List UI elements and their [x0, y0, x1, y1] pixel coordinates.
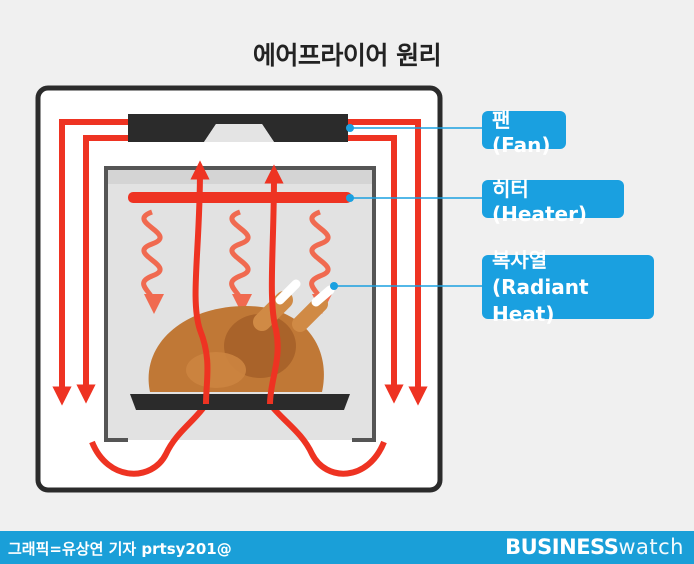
- radiant-heat-label: 복사열 (Radiant Heat): [482, 248, 654, 326]
- logo-business: BUSINESS: [505, 535, 619, 559]
- circulation-arrow-left-inner: [76, 135, 128, 404]
- radiant-wave-middle: [229, 209, 252, 314]
- fan: [128, 114, 348, 142]
- businesswatch-logo: BUSINESSwatch: [505, 535, 684, 559]
- radiant-wave-right: [309, 209, 332, 314]
- heater-label: 히터(Heater): [482, 177, 624, 226]
- fan-leader-dot: [346, 124, 354, 132]
- fan-label-text: 팬(Fan): [492, 107, 551, 157]
- chamber-top-strip: [108, 170, 372, 184]
- bottom-curl-left: [89, 402, 209, 477]
- radiant-leader-dot: [330, 282, 338, 290]
- logo-watch: watch: [618, 535, 684, 559]
- footer-bar: 그래픽=유상연 기자 prtsy201@ BUSINESSwatch: [0, 531, 694, 564]
- up-arrow-center-left: [190, 160, 211, 405]
- diagram-title: 에어프라이어 원리: [252, 41, 442, 70]
- heater-leader-dot: [346, 194, 354, 202]
- fan-duct: [204, 124, 274, 142]
- circulation-arrow-right-outer: [348, 119, 428, 406]
- cooking-tray: [130, 394, 350, 410]
- up-arrow-center-right: [264, 164, 284, 405]
- circulation-arrow-left-outer: [52, 119, 128, 406]
- bottom-curl-right: [267, 402, 387, 477]
- radiant-label-english: (Radiant Heat): [492, 274, 589, 326]
- heater-label-text: 히터(Heater): [492, 176, 588, 226]
- circulation-arrow-right-inner: [348, 135, 404, 404]
- fan-label: 팬(Fan): [482, 108, 566, 157]
- radiant-wave-left: [141, 209, 164, 314]
- radiant-label-korean: 복사열: [492, 247, 548, 272]
- graphic-credit: 그래픽=유상연 기자 prtsy201@: [8, 540, 232, 558]
- heater-bar: [128, 192, 352, 203]
